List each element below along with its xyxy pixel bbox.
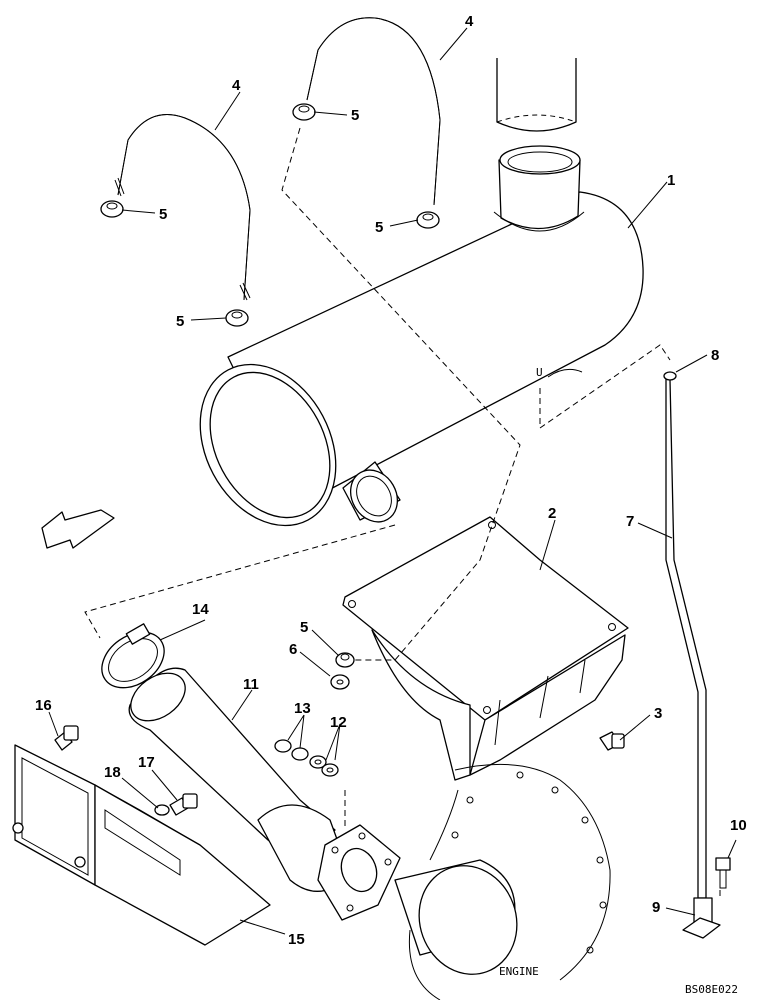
callout-5-e: 5 [300,619,308,636]
callout-17: 17 [138,754,155,771]
level-gauge-tube [663,371,731,939]
callout-3: 3 [654,705,662,722]
callout-2: 2 [548,505,556,522]
u-bolt-top [292,17,441,229]
exhaust-pipe [128,667,401,921]
drawing-code: BS08E022 [685,983,738,996]
callout-4-left: 4 [232,77,241,94]
callout-1: 1 [667,172,675,189]
callout-9: 9 [652,899,660,916]
callout-11: 11 [243,676,259,693]
callout-18: 18 [104,764,121,781]
phantom-lines [84,127,721,900]
muffler-bracket [342,516,629,781]
front-direction-arrow-icon [41,509,115,549]
hardware [54,652,625,816]
callout-13: 13 [294,700,311,717]
u-bolt-left [100,114,251,327]
callout-5-c: 5 [375,219,383,236]
callout-15: 15 [288,931,305,948]
callout-14: 14 [192,601,209,618]
callout-10: 10 [730,817,747,834]
callouts: 1 2 3 4 4 5 5 5 5 5 6 7 8 9 10 11 12 13 … [35,13,747,948]
engine-housing [394,763,611,1000]
callout-5-b: 5 [351,107,359,124]
callout-5-d: 5 [176,313,184,330]
leader-lines [48,27,737,935]
callout-5-a: 5 [159,206,167,223]
engine-label: ENGINE [499,965,539,978]
callout-16: 16 [35,697,52,714]
cover [12,744,271,946]
callout-6: 6 [289,641,297,658]
muffler: U [199,145,644,527]
callout-12: 12 [330,714,347,731]
tailpipe-extension [496,58,577,132]
svg-text:U: U [536,366,543,379]
clamp [101,623,165,689]
callout-7: 7 [626,513,634,530]
callout-8: 8 [711,347,719,364]
callout-4-top: 4 [465,13,474,30]
